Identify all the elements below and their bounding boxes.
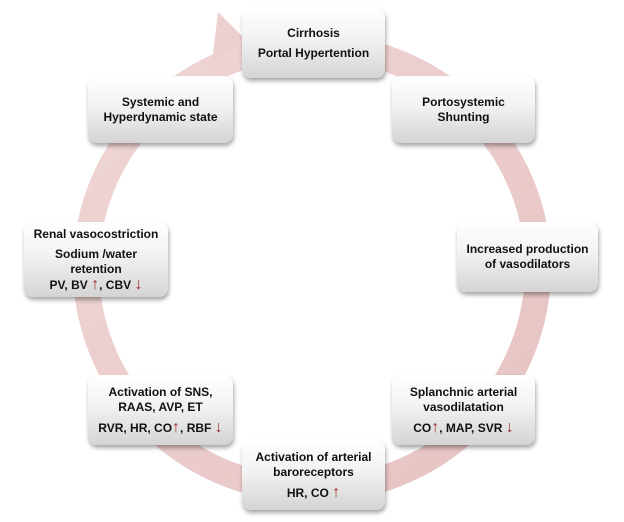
node-portosystemic-shunting: Portosystemic Shunting bbox=[392, 76, 535, 143]
node-text: Shunting bbox=[437, 109, 490, 124]
node-text: RVR, HR, CO bbox=[98, 420, 173, 435]
down-arrow-icon: ↓ bbox=[134, 275, 143, 293]
node-text: HR, CO bbox=[286, 485, 329, 500]
node-hyperdynamic-state: Systemic and Hyperdynamic state bbox=[88, 76, 233, 143]
node-splanchnic-vasodilatation: Splanchnic arterial vasodilatation CO↑, … bbox=[392, 375, 535, 445]
node-text: , MAP, SVR bbox=[439, 420, 503, 435]
down-arrow-icon: ↓ bbox=[214, 418, 223, 436]
node-text: retention bbox=[70, 261, 122, 276]
node-renal-vasoconstriction: Renal vasocostriction Sodium /water rete… bbox=[24, 222, 168, 297]
node-text: CO bbox=[413, 420, 432, 435]
down-arrow-icon: ↓ bbox=[505, 418, 514, 436]
node-text: Activation of arterial bbox=[255, 449, 372, 464]
node-text: RAAS, AVP, ET bbox=[118, 399, 203, 414]
node-text: Portal Hypertention bbox=[257, 45, 370, 60]
cycle-arrowhead-icon bbox=[212, 12, 246, 62]
node-text: Portosystemic bbox=[422, 94, 505, 109]
node-text: Sodium /water bbox=[54, 246, 137, 261]
node-text: Renal vasocostriction bbox=[33, 226, 159, 241]
up-arrow-icon: ↑ bbox=[332, 483, 341, 501]
node-text: , RBF bbox=[180, 420, 212, 435]
node-text: Hyperdynamic state bbox=[103, 109, 218, 124]
node-text: Systemic and bbox=[121, 94, 200, 109]
node-vasodilators: Increased production of vasodilators bbox=[457, 222, 598, 292]
node-text: vasodilatation bbox=[423, 399, 504, 414]
up-arrow-icon: ↑ bbox=[91, 275, 100, 293]
node-sns-activation: Activation of SNS, RAAS, AVP, ET RVR, HR… bbox=[88, 375, 233, 445]
node-text: baroreceptors bbox=[273, 464, 354, 479]
node-text: of vasodilators bbox=[484, 257, 571, 271]
up-arrow-icon: ↑ bbox=[431, 418, 440, 436]
node-text: PV, BV bbox=[49, 277, 88, 292]
up-arrow-icon: ↑ bbox=[172, 418, 181, 436]
node-arterial-baroreceptors: Activation of arterial baroreceptors HR,… bbox=[242, 440, 385, 510]
node-text: Increased production bbox=[466, 242, 589, 256]
node-cirrhosis: Cirrhosis Portal Hypertention bbox=[242, 8, 385, 78]
node-text: , CBV bbox=[99, 277, 132, 292]
node-text: Cirrhosis bbox=[287, 25, 340, 40]
node-text: Activation of SNS, bbox=[108, 384, 213, 399]
node-text: Splanchnic arterial bbox=[409, 384, 518, 399]
